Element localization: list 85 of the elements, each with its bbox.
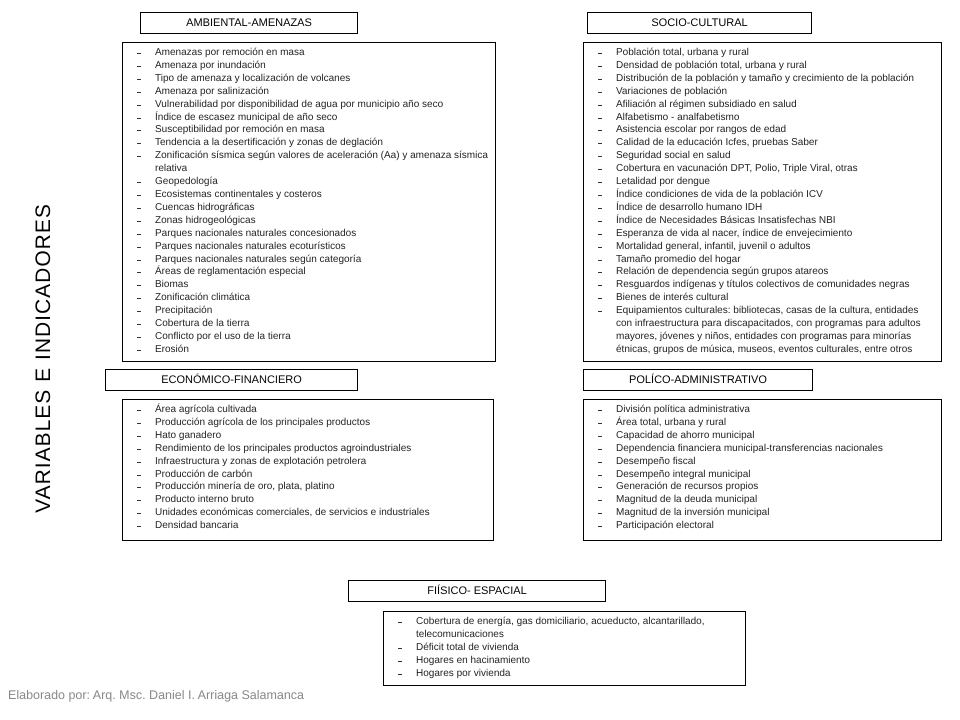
list-item-text: Amenaza por salinización: [155, 86, 270, 99]
list-item-text: Distribución de la población y tamaño y crecimiento de la población: [616, 72, 915, 86]
list-item-text: Producción de carbón: [155, 468, 254, 482]
list-item-text: Infraestructura y zonas de explotación petrolera: [155, 456, 368, 469]
indicator-list-box: [583, 42, 942, 362]
list-item-text: Desempeño fiscal: [616, 456, 696, 469]
list-item-text: Producción agrícola de los principales productos: [155, 416, 372, 430]
list-item-text: Equipamientos culturales: bibliotecas, casas de la cultura, entidades con infraestructura para discapacitados, con programas para adultos mayores, jóvenes y niños, entidades con programas para minorías étnicas, grupos de música, museos, eventos culturales, entre otros: [616, 305, 922, 357]
list-item-text: Letalidad por dengue: [616, 176, 711, 188]
author-caption: Elaborado por: Arq. Msc. Daniel I. Arriaga Salamanca: [8, 688, 304, 702]
list-item-text: Unidades económicas comerciales, de servicios e industriales: [155, 507, 431, 520]
list-item-text: Índice de escasez municipal de año seco: [155, 112, 338, 124]
list-item-text: Cuencas hidrográficas: [155, 202, 256, 215]
list-item-text: Zonificación climática: [155, 292, 252, 306]
list-item-text: Tendencia a la desertificación y zonas de deglación: [155, 137, 384, 150]
list-item-text: Relación de dependencia según grupos atareos: [616, 266, 830, 280]
list-item-text: Participación electoral: [616, 520, 715, 534]
list-item-text: Magnitud de la inversión municipal: [616, 507, 770, 520]
list-item-text: Población total, urbana y rural: [616, 47, 750, 60]
list-item-text: Hogares por vivienda: [416, 668, 512, 681]
list-item-text: Áreas de reglamentación especial: [155, 266, 307, 280]
list-item-text: Parques nacionales naturales ecoturísticos: [155, 240, 347, 254]
category-header-box: [348, 580, 606, 602]
list-item-text: Desempeño integral municipal: [616, 468, 752, 482]
list-item-text: Rendimiento de los principales productos agroindustriales: [155, 442, 412, 456]
list-item-text: Capacidad de ahorro municipal: [616, 430, 756, 443]
category-header-box: [105, 369, 358, 391]
list-item-text: Dependencia financiera municipal-transferencias nacionales: [616, 442, 884, 456]
list-item-text: Área total, urbana y rural: [616, 416, 728, 430]
list-item-text: Tamaño promedio del hogar: [616, 254, 742, 266]
category-title: FIÍSICO- ESPACIAL: [426, 584, 528, 599]
list-item-text: Magnitud de la deuda municipal: [616, 494, 758, 508]
list-item-text: Parques nacionales naturales según categoría: [155, 254, 362, 265]
list-item-text: Resguardos indígenas y títulos colectivos de comunidades negras: [616, 279, 911, 292]
list-item-text: Esperanza de vida al nacer, índice de envejecimiento: [616, 228, 854, 241]
category-title: AMBIENTAL-AMENAZAS: [185, 16, 313, 31]
list-item-text: Déficit total de vivienda: [416, 642, 520, 655]
list-item-text: Índice de Necesidades Básicas Insatisfechas NBI: [616, 214, 837, 228]
list-item-text: Cobertura de energía, gas domiciliario, acueducto, alcantarillado, telecomunicaciones: [416, 616, 706, 642]
indicator-list-box: [122, 42, 496, 362]
indicator-list-box: [122, 399, 494, 541]
list-item-text: Hogares en hacinamiento: [416, 654, 531, 668]
list-item-text: Índice condiciones de vida de la población ICV: [616, 188, 824, 201]
list-item-text: Producto interno bruto: [155, 494, 255, 508]
category-title: ECONÓMICO-FINANCIERO: [160, 372, 303, 388]
list-item-text: Vulnerabilidad por disponibilidad de agua por municipio año seco: [155, 98, 444, 111]
list-item-text: Calidad de la educación Icfes, pruebas Saber: [616, 137, 819, 150]
list-item-text: Cobertura de la tierra: [155, 318, 250, 331]
vertical-title: VARIABLES E INDICADORES: [32, 203, 56, 513]
list-item-text: Susceptibilidad por remoción en masa: [155, 124, 326, 138]
list-item-text: Geopedología: [155, 176, 219, 189]
list-item-text: División política administrativa: [616, 404, 751, 416]
list-item-text: Seguridad social en salud: [616, 150, 732, 164]
list-item-text: Variaciones de población: [616, 86, 728, 99]
list-item-text: Ecosistemas continentales y costeros: [155, 188, 323, 202]
list-item-text: Conflicto por el uso de la tierra: [155, 330, 292, 344]
list-item-text: Amenazas por remoción en masa: [155, 47, 306, 60]
category-header-box: [583, 369, 813, 391]
list-item-text: Afiliación al régimen subsidiado en salud: [616, 98, 798, 112]
list-item-text: Tipo de amenaza y localización de volcanes: [155, 72, 352, 86]
list-item-text: Producción minería de oro, plata, platino: [155, 481, 336, 494]
category-title: SOCIO-CULTURAL: [650, 16, 749, 31]
list-item-text: Bienes de interés cultural: [616, 292, 730, 306]
list-item-text: Zonificación sísmica según valores de aceleración (Aa) y amenaza sísmica relativa: [155, 150, 489, 176]
indicator-list-box: [583, 399, 942, 541]
indicator-list-box: [383, 611, 746, 686]
list-item-text: Precipitación: [155, 305, 214, 318]
list-item-text: Biomas: [155, 279, 190, 292]
list-item-text: Parques nacionales naturales concesionados: [155, 228, 358, 241]
list-item-text: Generación de recursos propios: [616, 481, 760, 494]
list-item-text: Amenaza por inundación: [155, 60, 267, 73]
list-item-text: Zonas hidrogeológicas: [155, 214, 257, 228]
list-item-text: Densidad de población total, urbana y rural: [616, 60, 808, 73]
list-item-text: Hato ganadero: [155, 430, 222, 443]
list-item-text: Alfabetismo - analfabetismo: [616, 112, 740, 124]
list-item-text: Cobertura en vacunación DPT, Polio, Triple Viral, otras: [616, 163, 859, 176]
list-item-text: Área agrícola cultivada: [155, 404, 258, 417]
category-title: POLÍCO-ADMINISTRATIVO: [628, 372, 768, 388]
list-item-text: Índice de desarrollo humano IDH: [616, 202, 764, 214]
list-item-text: Asistencia escolar por rangos de edad: [616, 124, 788, 138]
list-item-text: Densidad bancaria: [155, 520, 240, 534]
category-header-box: [587, 12, 812, 34]
category-header-box: [140, 12, 358, 34]
list-item-text: Erosión: [155, 344, 190, 357]
list-item-text: Mortalidad general, infantil, juvenil o adultos: [616, 240, 812, 254]
